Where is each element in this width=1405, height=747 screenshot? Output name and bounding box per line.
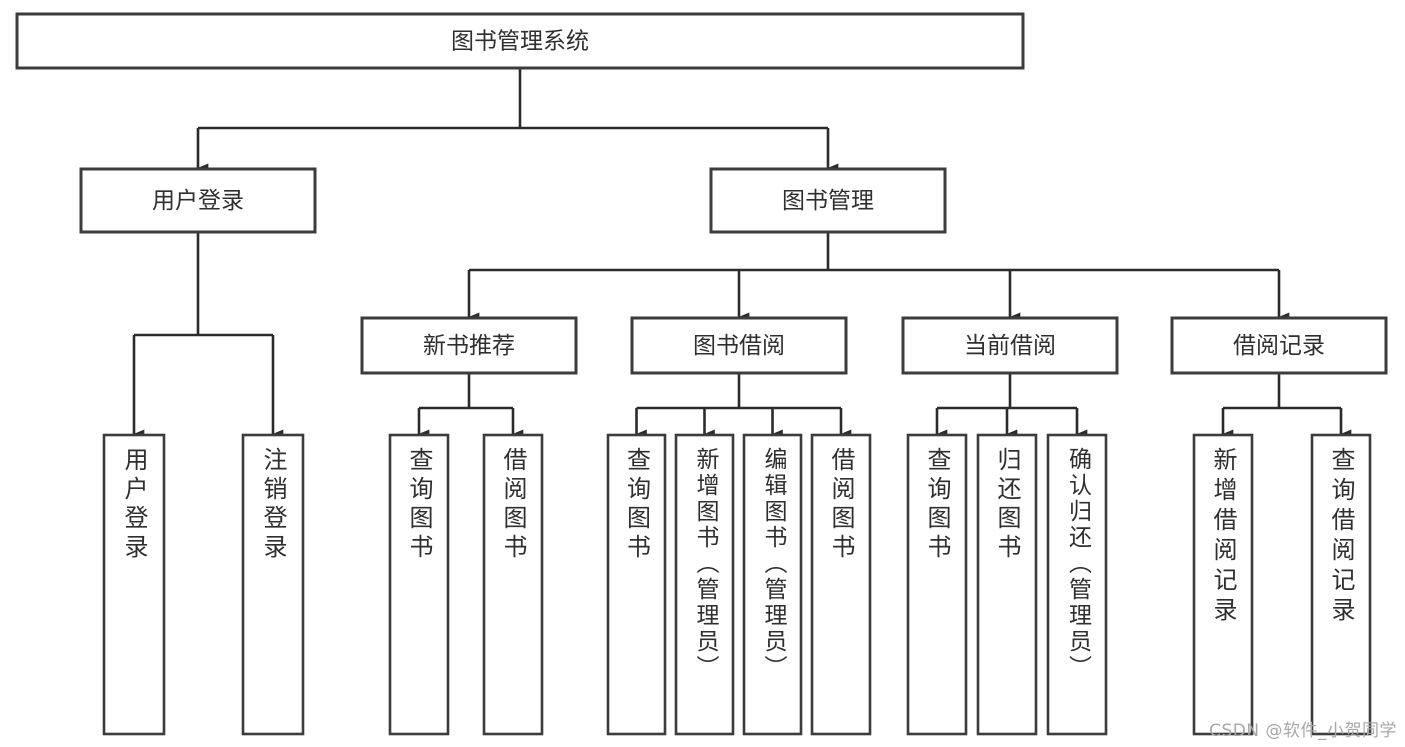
node-box-leaf-borrow-book[interactable] — [810, 433, 872, 736]
node-box-current-borrow[interactable] — [901, 316, 1119, 375]
node-boxes — [15, 12, 1388, 736]
connector-lines — [132, 68, 1352, 439]
node-label-root: 图书管理系统 — [451, 29, 589, 55]
node-box-leaf-confirm-return[interactable] — [1046, 433, 1108, 736]
node-box-leaf-query-borrow-record[interactable] — [1310, 433, 1372, 736]
node-box-user-login[interactable] — [79, 167, 317, 234]
node-box-leaf-query-book-rec[interactable] — [388, 433, 450, 736]
watermark-text: CSDN @软件_小贺同学 — [1209, 721, 1397, 741]
node-box-leaf-user-logout[interactable] — [241, 433, 305, 736]
node-box-leaf-borrow-book-rec[interactable] — [482, 433, 544, 736]
node-label-book-borrow: 图书借阅 — [693, 333, 785, 359]
node-box-leaf-add-borrow-record[interactable] — [1192, 433, 1254, 736]
node-box-book-borrow[interactable] — [630, 316, 848, 375]
node-label-book-manage: 图书管理 — [782, 188, 874, 214]
node-label-new-book-recommend: 新书推荐 — [423, 333, 515, 359]
node-box-leaf-query-book-borrow[interactable] — [606, 433, 667, 736]
node-box-new-book-recommend[interactable] — [360, 316, 578, 375]
node-label-current-borrow: 当前借阅 — [964, 333, 1056, 359]
node-label-user-login: 用户登录 — [152, 188, 244, 214]
node-box-leaf-add-book[interactable] — [674, 433, 735, 736]
node-box-leaf-edit-book[interactable] — [742, 433, 803, 736]
node-box-book-manage[interactable] — [709, 167, 947, 234]
node-box-leaf-user-login[interactable] — [102, 433, 166, 736]
node-box-root[interactable] — [15, 12, 1025, 70]
node-box-borrow-record[interactable] — [1170, 316, 1388, 375]
node-label-borrow-record: 借阅记录 — [1233, 333, 1325, 359]
node-box-leaf-query-book-current[interactable] — [906, 433, 968, 736]
node-box-leaf-return-book[interactable] — [976, 433, 1038, 736]
